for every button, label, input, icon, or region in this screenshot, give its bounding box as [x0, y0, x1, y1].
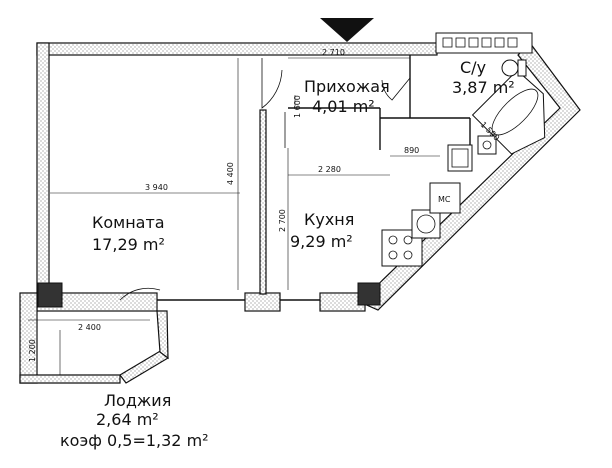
- living-area: 17,29 m²: [92, 235, 165, 254]
- toilet: [501, 59, 527, 77]
- kitchen-name: Кухня: [304, 210, 354, 229]
- bathroom-area: 3,87 m²: [452, 78, 515, 97]
- dimension-2400: 2 400: [78, 323, 101, 332]
- dimension-2710: 2 710: [322, 48, 345, 57]
- dimension-2280: 2 280: [318, 165, 341, 174]
- ventilation-shaft: [435, 32, 533, 54]
- dimension-4400: 4 400: [226, 162, 235, 185]
- bathtub: [471, 69, 546, 155]
- hallway-area: 4,01 m²: [312, 97, 375, 116]
- kitchen-area: 9,29 m²: [290, 232, 353, 251]
- dimension-lines: [50, 57, 440, 290]
- washing-machine: [411, 209, 441, 239]
- bathroom-name: С/у: [460, 58, 486, 77]
- loggia-outline: [19, 292, 169, 384]
- dimension-1600: 1 600: [293, 95, 302, 118]
- dimension-890: 890: [404, 146, 419, 155]
- loggia-coefficient: коэф 0,5=1,32 m²: [60, 431, 209, 450]
- dimension-1200: 1 200: [28, 339, 37, 362]
- living-name: Комната: [92, 213, 165, 232]
- dimension-3940: 3 940: [145, 183, 168, 192]
- loggia-name: Лоджия: [104, 391, 171, 410]
- exterior-walls: [36, 42, 581, 312]
- stove-label: МС: [438, 195, 451, 204]
- interior-walls: [157, 55, 471, 301]
- kitchen-sink: [447, 144, 473, 172]
- loggia-area: 2,64 m²: [96, 410, 159, 429]
- bath-sink: [477, 135, 497, 155]
- entrance-arrow-icon: [320, 18, 374, 42]
- hallway-name: Прихожая: [304, 77, 390, 96]
- doors: [119, 58, 411, 301]
- stove-box: МС: [429, 182, 461, 214]
- dimension-2700: 2 700: [278, 209, 287, 232]
